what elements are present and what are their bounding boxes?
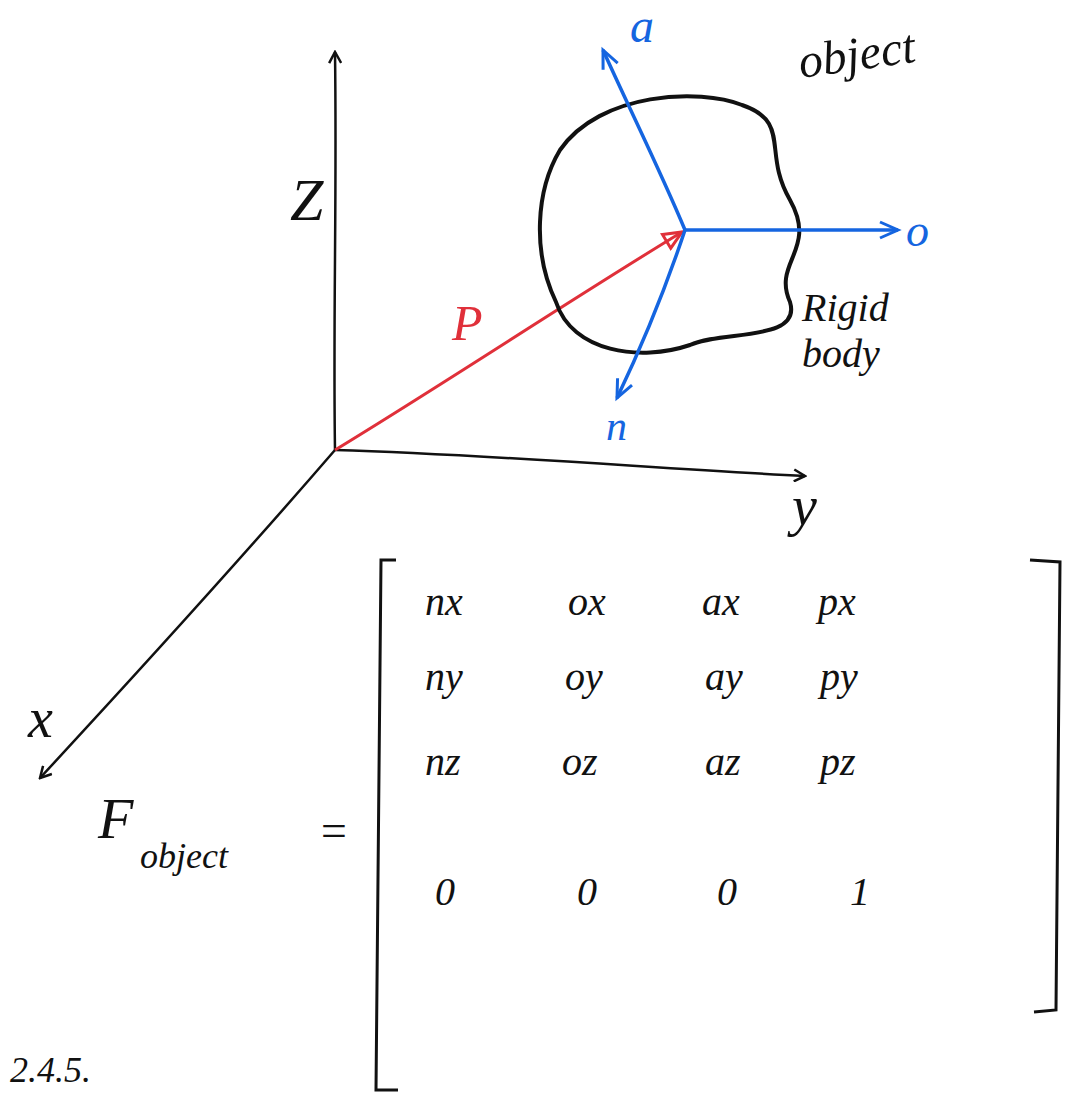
matrix-cell: 0 (577, 872, 597, 912)
matrix-cell: oy (565, 657, 603, 697)
matrix-cell: az (705, 742, 741, 782)
matrix-subscript: object (140, 838, 228, 874)
body-axis (617, 230, 685, 398)
axis-label: n (606, 405, 627, 447)
matrix-cell: ox (568, 582, 606, 622)
matrix-cell: 0 (717, 872, 737, 912)
axis-label: x (28, 690, 53, 746)
matrix-brackets (376, 560, 1060, 1090)
vector-label: P (452, 298, 483, 348)
matrix-cell: oz (562, 742, 598, 782)
matrix-symbol: F (98, 790, 133, 848)
axis-label: y (792, 478, 817, 534)
matrix-cell: ny (425, 657, 463, 697)
matrix-cell: 0 (435, 872, 455, 912)
position-vector (335, 232, 682, 450)
axis-label: o (906, 208, 929, 254)
equals-sign: = (318, 808, 349, 854)
matrix-cell: ay (705, 657, 743, 697)
rigid-body-blob: objectRigid body (530, 85, 810, 365)
matrix-cell: py (820, 657, 858, 697)
matrix-cell: px (818, 582, 856, 622)
world-axes (40, 52, 805, 778)
axis-label: Z (290, 170, 323, 230)
matrix-cell: nz (425, 742, 461, 782)
matrix-cell: ax (702, 582, 740, 622)
matrix-cell: 1 (850, 872, 870, 912)
body-axis (685, 228, 898, 232)
body-axis (603, 50, 685, 230)
axis-label: a (630, 2, 654, 50)
section-number: 2.4.5. (10, 1052, 91, 1088)
object-heading: object (795, 22, 918, 86)
blob-outline (530, 85, 810, 365)
matrix-cell: nx (425, 582, 463, 622)
body-note: Rigid body (802, 285, 912, 377)
matrix-cell: pz (820, 742, 856, 782)
